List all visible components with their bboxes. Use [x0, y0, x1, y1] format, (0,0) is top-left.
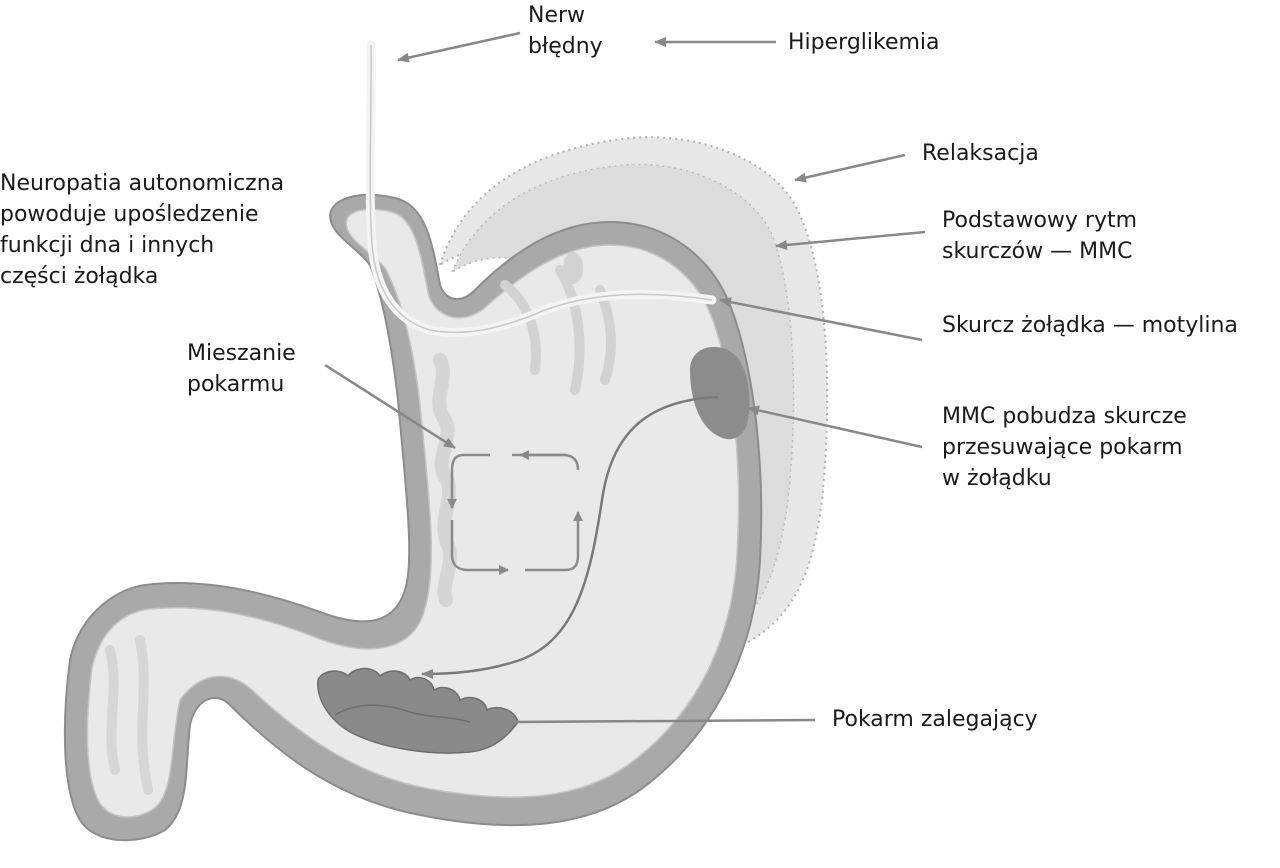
label-neuropathy-line2: powoduje upośledzenie [0, 202, 259, 227]
label-hyperglycemia: Hiperglikemia [788, 30, 940, 55]
label-mmc-stimulates: MMC pobudza skurcze przesuwające pokarm … [942, 401, 1187, 494]
label-neuropathy-line1: Neuropatia autonomiczna [0, 171, 285, 196]
mixing-arrow-bottom [450, 520, 509, 575]
food-residue [317, 667, 519, 754]
fundus-fold-1 [563, 252, 583, 284]
label-neuropathy-line3: funkcji dna i innych [0, 233, 215, 258]
label-mixing-line2: pokarmu [187, 372, 285, 397]
label-mixing: Mieszanie pokarmu [187, 338, 296, 400]
mixing-arrow-top-left [447, 453, 490, 509]
arrow-mmc [747, 405, 923, 449]
vagus-nerve-outline [369, 44, 713, 334]
arrow-residual-food [511, 718, 816, 724]
label-contraction: Skurcz żołądka — motylina [942, 313, 1238, 338]
label-nerve-line2: błędny [528, 34, 603, 59]
label-basal-rhythm: Podstawowy rytm skurczów — MMC [942, 205, 1137, 267]
propulsion-arrow [421, 395, 719, 679]
label-neuropathy-line4: części żołądka [0, 264, 159, 289]
label-basal-rhythm-line1: Podstawowy rytm [942, 208, 1138, 233]
label-nerve-line1: Nerw [528, 3, 586, 28]
arrow-nerve [397, 31, 521, 63]
label-residual-food: Pokarm zalegający [832, 707, 1038, 732]
label-relaxation: Relaksacja [922, 141, 1039, 166]
label-mmc-line3: w żołądku [942, 466, 1052, 491]
antrum-folds [105, 635, 153, 795]
arrow-basal-rhythm [775, 230, 926, 250]
label-basal-rhythm-line2: skurczów — MMC [942, 239, 1133, 264]
label-mmc-line2: przesuwające pokarm [942, 435, 1183, 460]
label-mixing-line1: Mieszanie [187, 341, 296, 366]
food-residue-detail [334, 704, 471, 723]
arrow-relaxation [794, 153, 906, 183]
arrow-mixing [324, 363, 456, 450]
rugae-folds [432, 353, 457, 607]
mmc-pacemaker-spot [690, 346, 750, 440]
arrow-contraction [719, 297, 923, 342]
label-mmc-line1: MMC pobudza skurcze [942, 404, 1187, 429]
label-nerve: Nerw błędny [528, 0, 603, 62]
mixing-arrow-right [525, 511, 583, 572]
label-neuropathy: Neuropatia autonomiczna powoduje upośled… [0, 168, 284, 292]
